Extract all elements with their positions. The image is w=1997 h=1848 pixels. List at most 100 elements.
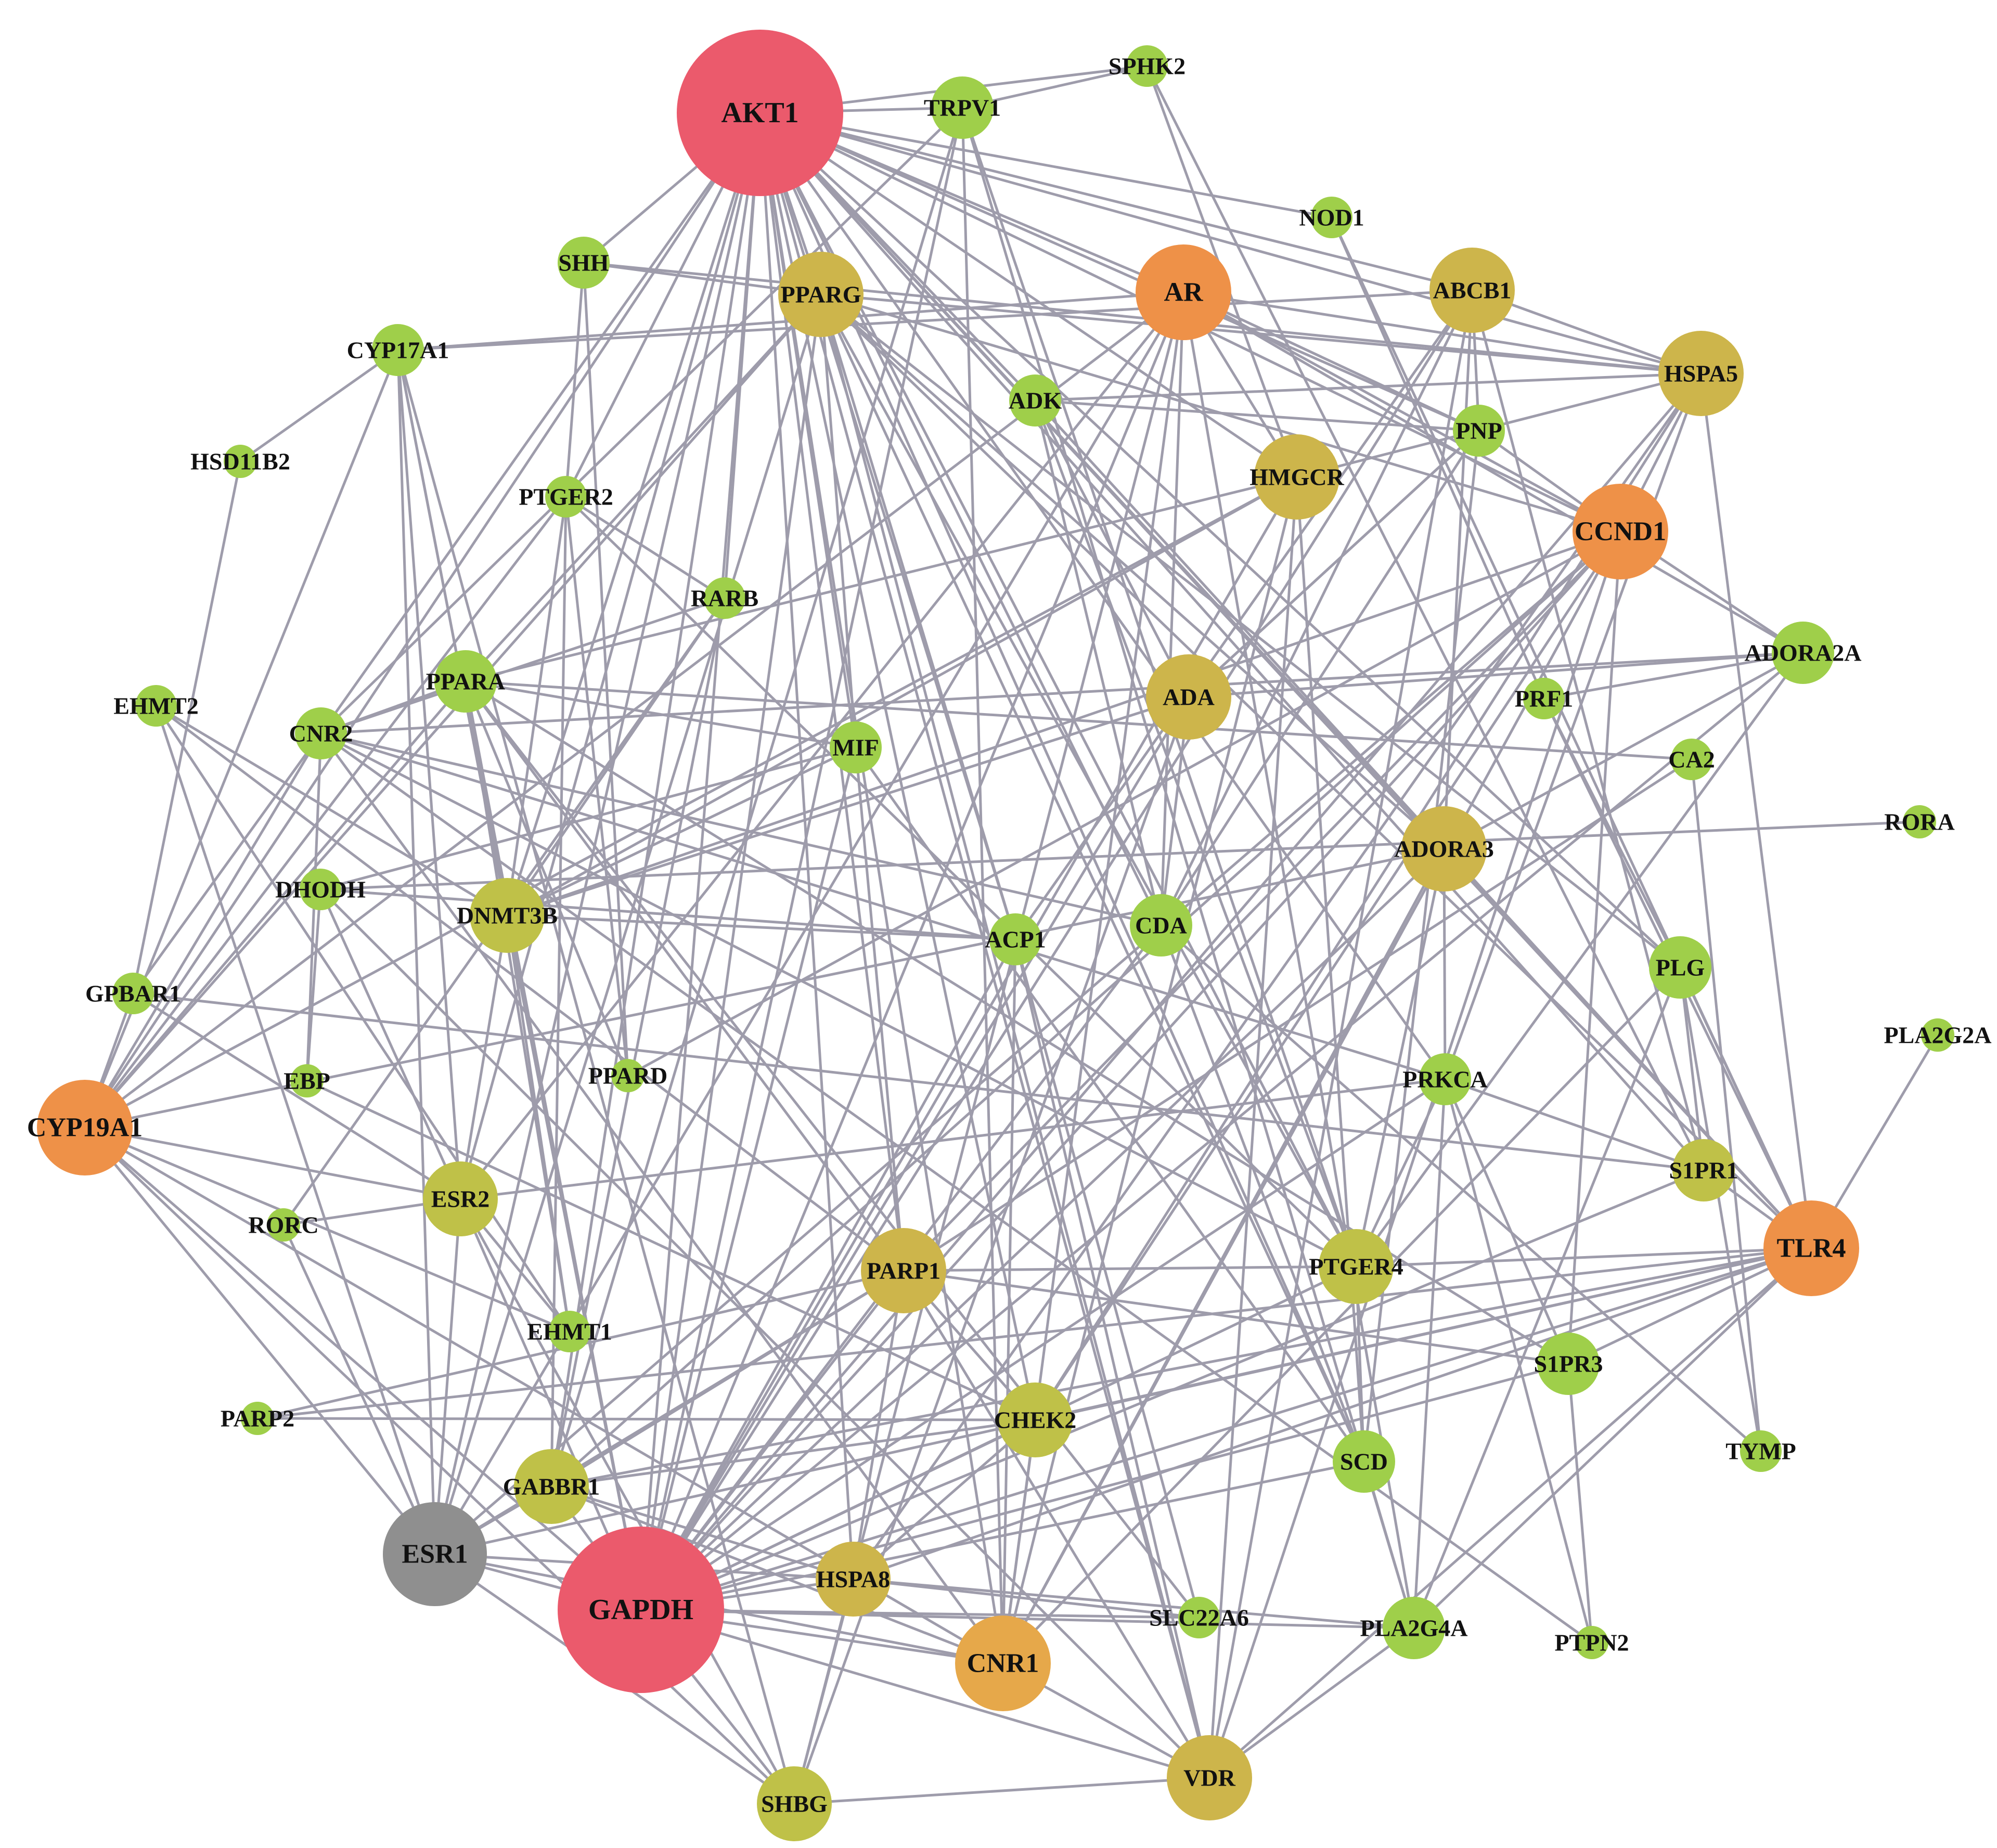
- node-circle[interactable]: [1319, 1229, 1394, 1304]
- node-rora[interactable]: RORA: [1884, 805, 1955, 838]
- node-circle[interactable]: [1130, 894, 1192, 957]
- node-ppara[interactable]: PPARA: [426, 650, 505, 713]
- node-circle[interactable]: [677, 30, 843, 196]
- node-trpv1[interactable]: TRPV1: [924, 76, 1001, 139]
- node-ca2[interactable]: CA2: [1668, 739, 1715, 780]
- node-slc22a6[interactable]: SLC22A6: [1149, 1597, 1249, 1638]
- node-ptger2[interactable]: PTGER2: [519, 476, 613, 518]
- node-ebp[interactable]: EBP: [284, 1064, 330, 1097]
- node-circle[interactable]: [1333, 1430, 1395, 1493]
- node-circle[interactable]: [1254, 434, 1339, 520]
- node-circle[interactable]: [135, 685, 177, 727]
- node-circle[interactable]: [1401, 806, 1487, 891]
- node-circle[interactable]: [434, 650, 497, 713]
- node-adk[interactable]: ADK: [1009, 374, 1062, 427]
- node-circle[interactable]: [1429, 248, 1515, 333]
- node-circle[interactable]: [558, 237, 610, 289]
- node-cyp19a1[interactable]: CYP19A1: [27, 1080, 143, 1175]
- node-circle[interactable]: [861, 1228, 946, 1313]
- node-circle[interactable]: [955, 1616, 1051, 1711]
- node-adora3[interactable]: ADORA3: [1394, 806, 1494, 891]
- node-dhodh[interactable]: DHODH: [275, 869, 366, 910]
- node-circle[interactable]: [295, 707, 347, 759]
- node-circle[interactable]: [1649, 936, 1711, 999]
- node-circle[interactable]: [241, 1402, 274, 1435]
- node-shbg[interactable]: SHBG: [757, 1766, 832, 1841]
- node-shh[interactable]: SHH: [558, 237, 610, 289]
- node-circle[interactable]: [1672, 1139, 1735, 1201]
- node-circle[interactable]: [1009, 374, 1061, 427]
- node-scd[interactable]: SCD: [1333, 1430, 1395, 1493]
- node-circle[interactable]: [1136, 244, 1231, 340]
- node-circle[interactable]: [1573, 484, 1668, 579]
- node-circle[interactable]: [998, 1382, 1073, 1457]
- node-circle[interactable]: [112, 973, 154, 1014]
- node-cnr2[interactable]: CNR2: [289, 707, 353, 759]
- node-circle[interactable]: [37, 1080, 133, 1175]
- node-ptpn2[interactable]: PTPN2: [1554, 1626, 1629, 1659]
- node-dnmt3b[interactable]: DNMT3B: [457, 878, 558, 953]
- node-parp2[interactable]: PARP2: [221, 1402, 294, 1435]
- node-prf1[interactable]: PRF1: [1515, 678, 1573, 719]
- node-circle[interactable]: [830, 721, 882, 773]
- node-ppard[interactable]: PPARD: [588, 1059, 667, 1092]
- node-circle[interactable]: [1126, 45, 1168, 87]
- node-circle[interactable]: [1523, 678, 1565, 719]
- node-circle[interactable]: [1453, 405, 1505, 457]
- node-pparg[interactable]: PPARG: [778, 252, 864, 337]
- node-ptger4[interactable]: PTGER4: [1309, 1229, 1403, 1304]
- node-circle[interactable]: [300, 869, 341, 910]
- node-cda[interactable]: CDA: [1130, 894, 1192, 957]
- node-tlr4[interactable]: TLR4: [1763, 1200, 1859, 1296]
- node-circle[interactable]: [423, 1161, 498, 1236]
- node-gapdh[interactable]: GAPDH: [558, 1527, 724, 1693]
- node-hspa5[interactable]: HSPA5: [1658, 331, 1744, 416]
- node-cnr1[interactable]: CNR1: [955, 1616, 1051, 1711]
- node-circle[interactable]: [383, 1502, 487, 1606]
- node-ada[interactable]: ADA: [1146, 654, 1231, 740]
- node-ccnd1[interactable]: CCND1: [1573, 484, 1668, 579]
- node-circle[interactable]: [611, 1059, 645, 1092]
- node-vdr[interactable]: VDR: [1167, 1735, 1252, 1820]
- node-circle[interactable]: [816, 1542, 891, 1617]
- node-circle[interactable]: [372, 324, 424, 376]
- node-ehmt2[interactable]: EHMT2: [113, 685, 199, 727]
- node-esr1[interactable]: ESR1: [383, 1502, 487, 1606]
- node-circle[interactable]: [1575, 1626, 1608, 1659]
- node-circle[interactable]: [1383, 1597, 1445, 1659]
- node-circle[interactable]: [224, 445, 257, 478]
- node-circle[interactable]: [1740, 1430, 1782, 1472]
- node-circle[interactable]: [1167, 1735, 1252, 1820]
- node-circle[interactable]: [1537, 1333, 1600, 1395]
- node-sphk2[interactable]: SPHK2: [1109, 45, 1186, 87]
- node-circle[interactable]: [1146, 654, 1231, 740]
- node-ehmt1[interactable]: EHMT1: [527, 1311, 612, 1352]
- node-circle[interactable]: [704, 577, 745, 619]
- node-circle[interactable]: [514, 1449, 589, 1524]
- node-prkca[interactable]: PRKCA: [1402, 1053, 1488, 1105]
- node-hsd11b2[interactable]: HSD11B2: [190, 445, 290, 478]
- node-pnp[interactable]: PNP: [1453, 405, 1505, 457]
- node-rarb[interactable]: RARB: [691, 577, 758, 619]
- node-circle[interactable]: [757, 1766, 832, 1841]
- node-pla2g4a[interactable]: PLA2G4A: [1360, 1597, 1468, 1659]
- node-gpbar1[interactable]: GPBAR1: [85, 973, 181, 1014]
- node-chek2[interactable]: CHEK2: [994, 1382, 1076, 1457]
- node-circle[interactable]: [1311, 197, 1352, 238]
- node-parp1[interactable]: PARP1: [861, 1228, 946, 1313]
- node-acp1[interactable]: ACP1: [985, 913, 1046, 965]
- node-esr2[interactable]: ESR2: [423, 1161, 498, 1236]
- node-mif[interactable]: MIF: [830, 721, 882, 773]
- node-hspa8[interactable]: HSPA8: [816, 1542, 891, 1617]
- node-circle[interactable]: [1178, 1597, 1220, 1638]
- node-cyp17a1[interactable]: CYP17A1: [347, 324, 449, 376]
- node-circle[interactable]: [267, 1208, 300, 1242]
- node-rorc[interactable]: RORC: [248, 1208, 319, 1242]
- node-plg[interactable]: PLG: [1649, 936, 1711, 999]
- node-circle[interactable]: [1671, 739, 1712, 780]
- node-circle[interactable]: [558, 1527, 724, 1693]
- node-gabbr1[interactable]: GABBR1: [503, 1449, 600, 1524]
- node-circle[interactable]: [1903, 805, 1936, 838]
- node-circle[interactable]: [290, 1064, 324, 1097]
- node-circle[interactable]: [931, 76, 994, 139]
